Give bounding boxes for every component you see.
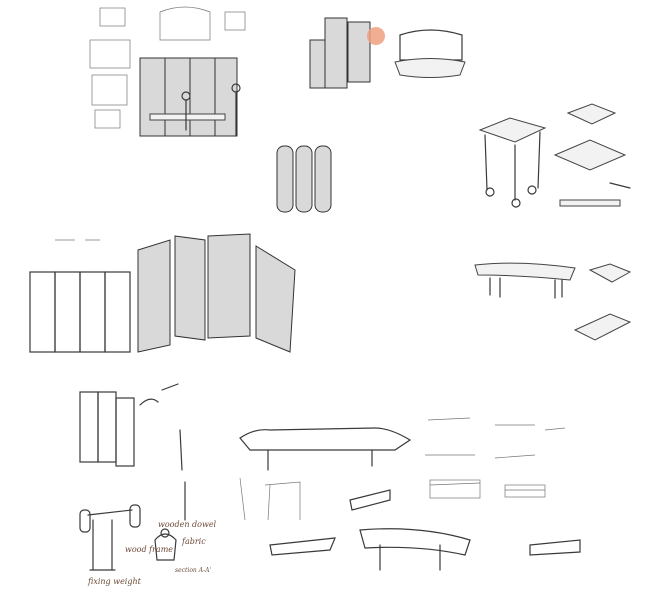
three-panel-screen	[276, 145, 332, 213]
bed-sketches	[239, 417, 581, 571]
label-weight: fixing weight	[88, 577, 141, 586]
folding-screen-sketch-3	[79, 383, 186, 521]
accent-dot	[367, 27, 385, 45]
label-dowel: wooden dowel	[158, 520, 217, 529]
folding-screen-sketch-1	[89, 6, 246, 137]
label-section: section A-A'	[175, 567, 212, 574]
section-detail-sketch	[79, 504, 177, 571]
bench-render	[474, 262, 632, 341]
folding-screen-sketch-2	[29, 233, 296, 353]
label-fabric: fabric	[182, 537, 206, 546]
panel-and-chair-sketch	[309, 17, 466, 89]
label-frame: wood frame	[125, 545, 174, 554]
stool-render	[478, 103, 631, 208]
